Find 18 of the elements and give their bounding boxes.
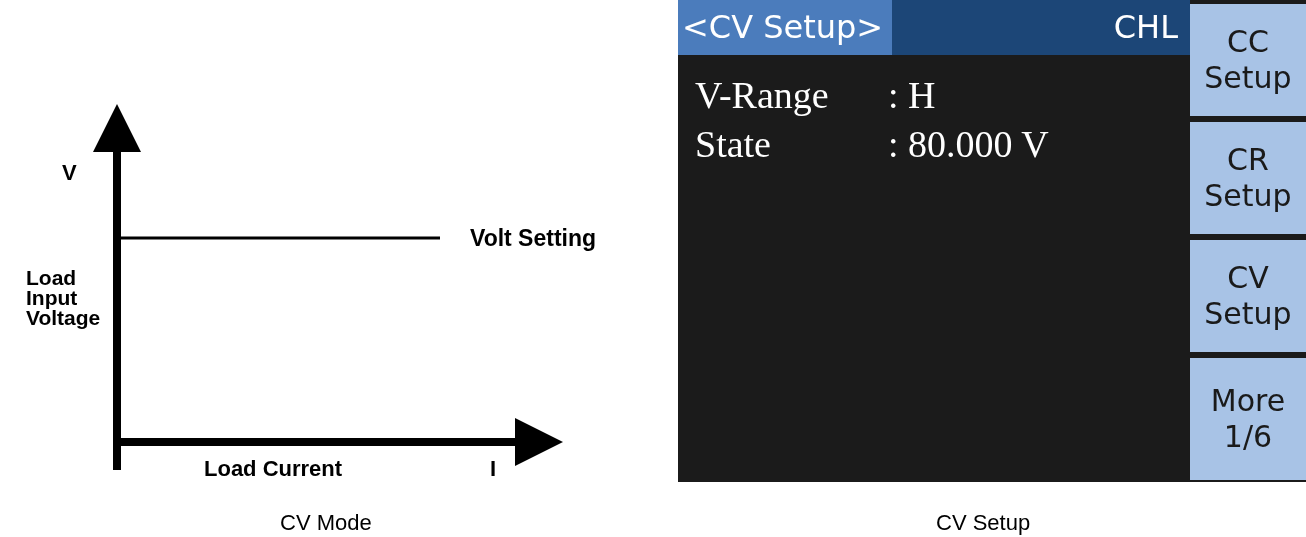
softkey-button: CV Setup [1190,240,1306,352]
field-value: : H [888,76,936,114]
axis-label: I [490,458,497,480]
axis-label: Load Input Voltage [26,268,102,328]
caption: CV Mode [280,512,372,534]
softkey-button: CR Setup [1190,122,1306,234]
softkey-button: More 1/6 [1190,358,1306,480]
axis-label: V [62,162,77,184]
caption: CV Setup [936,512,1031,534]
line-label: Volt Setting [470,227,597,250]
softkey-button: CC Setup [1190,4,1306,116]
channel-label: CHL [1113,7,1178,48]
header-bar [678,0,1190,55]
axis-label: Load Current [204,458,343,480]
field-value: : 80.000 V [888,125,1049,163]
field-label: V-Range [695,76,829,114]
field-label: State [695,125,771,163]
screen-title: <CV Setup> [678,0,892,55]
